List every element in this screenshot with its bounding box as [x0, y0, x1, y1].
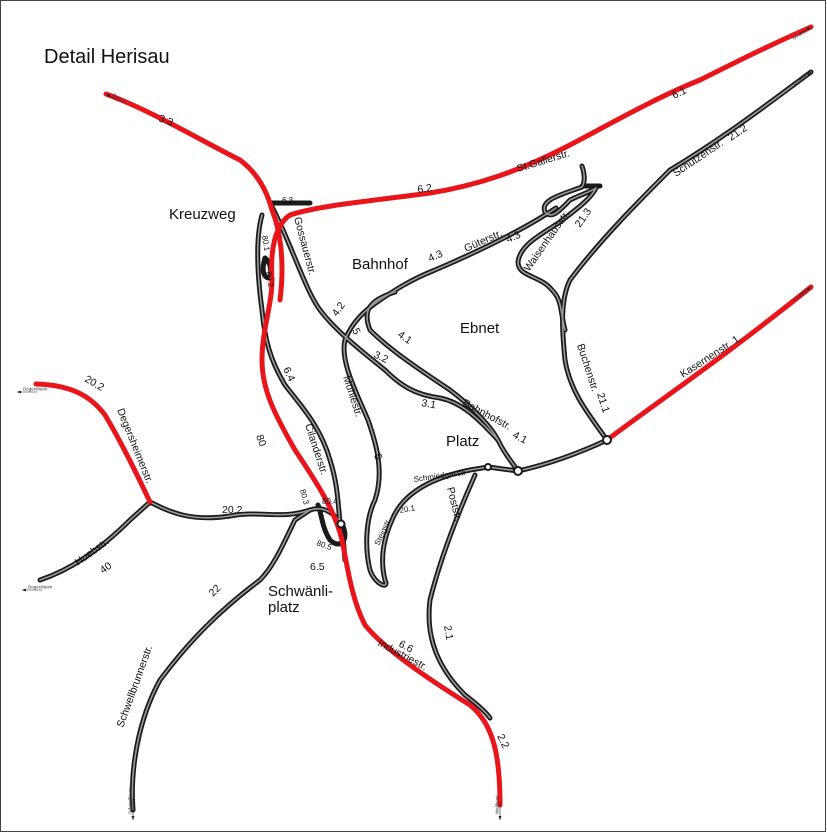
- segment-6-4: 6.4: [280, 365, 297, 383]
- place-platz: Platz: [446, 433, 479, 450]
- main-road-gossauerstr: [103, 91, 285, 303]
- main-road-degersheimerstr: [33, 381, 153, 505]
- segment-2-1: 2.1: [441, 624, 455, 641]
- place-schwaenliplatz-line2: platz: [268, 599, 300, 616]
- segment-1: 1: [730, 333, 742, 346]
- arrow-schwellbrunn-label: Schwellbrunn: [128, 786, 133, 814]
- junction-nodes: [336, 435, 612, 529]
- segment-20-2-main: 20.2: [222, 504, 243, 516]
- segment-6-1: 6.1: [670, 85, 688, 102]
- junction-schmiedgasse: [484, 463, 492, 471]
- segment-3-3: 3.3: [157, 113, 175, 129]
- arrow-waldstatt-label: Waldstatt: [495, 795, 500, 814]
- main-road-layer: [33, 24, 814, 808]
- main-road-kasernenstr: [604, 284, 814, 443]
- segment-80-2: 80.2: [264, 271, 276, 288]
- segment-80-3: 80.3: [298, 488, 311, 506]
- junction-buchenstr: [602, 435, 612, 445]
- segment-4-3-bahnhof: 4.3: [426, 248, 444, 265]
- segment-5-muehlestr: 5: [371, 452, 384, 461]
- road-layer: [37, 69, 814, 813]
- main-road-st-gallerstr: [259, 24, 814, 808]
- junction-schwaenliplatz: [336, 519, 346, 529]
- segment-6-3: 6.3: [282, 196, 294, 205]
- segment-6-5: 6.5: [310, 561, 325, 573]
- segment-3-1: 3.1: [420, 397, 437, 411]
- arrow-degersheim-top: Degersheim: [17, 387, 48, 394]
- segment-80-1: 80.1: [260, 235, 272, 252]
- segment-3-2: 3.2: [372, 349, 390, 366]
- arrow-degersheim-bottom-label: Degersheim: [28, 585, 53, 590]
- road-centerlines: [39, 71, 812, 811]
- arrow-degersheim-top-label: Degersheim: [23, 387, 48, 392]
- arrow-degersheim-bottom: Degersheim: [22, 585, 53, 592]
- segment-2-2: 2.2: [494, 732, 511, 750]
- segment-80-4: 80.4: [322, 497, 338, 506]
- arrow-waldstatt: Waldstatt: [495, 795, 502, 820]
- segment-20-1: 20.1: [399, 503, 416, 515]
- place-ebnet: Ebnet: [460, 320, 500, 337]
- arrow-schwellbrunn: Schwellbrunn: [128, 786, 135, 820]
- map-title: Detail Herisau: [44, 46, 170, 68]
- segment-80: 80: [253, 433, 268, 448]
- segment-4-3-guterstr: 4.3: [504, 229, 522, 246]
- arrow-stein-label: Stein: [792, 77, 804, 87]
- junction-platz: [513, 466, 523, 476]
- place-schwaenliplatz-line1: Schwänli-: [268, 583, 333, 600]
- arrow-stein: Stein: [792, 71, 812, 87]
- place-kreuzweg: Kreuzweg: [169, 206, 236, 223]
- place-bahnhof: Bahnhof: [352, 256, 409, 273]
- segment-6-2: 6.2: [417, 182, 433, 196]
- segment-5-bahnhof: 5: [349, 326, 362, 337]
